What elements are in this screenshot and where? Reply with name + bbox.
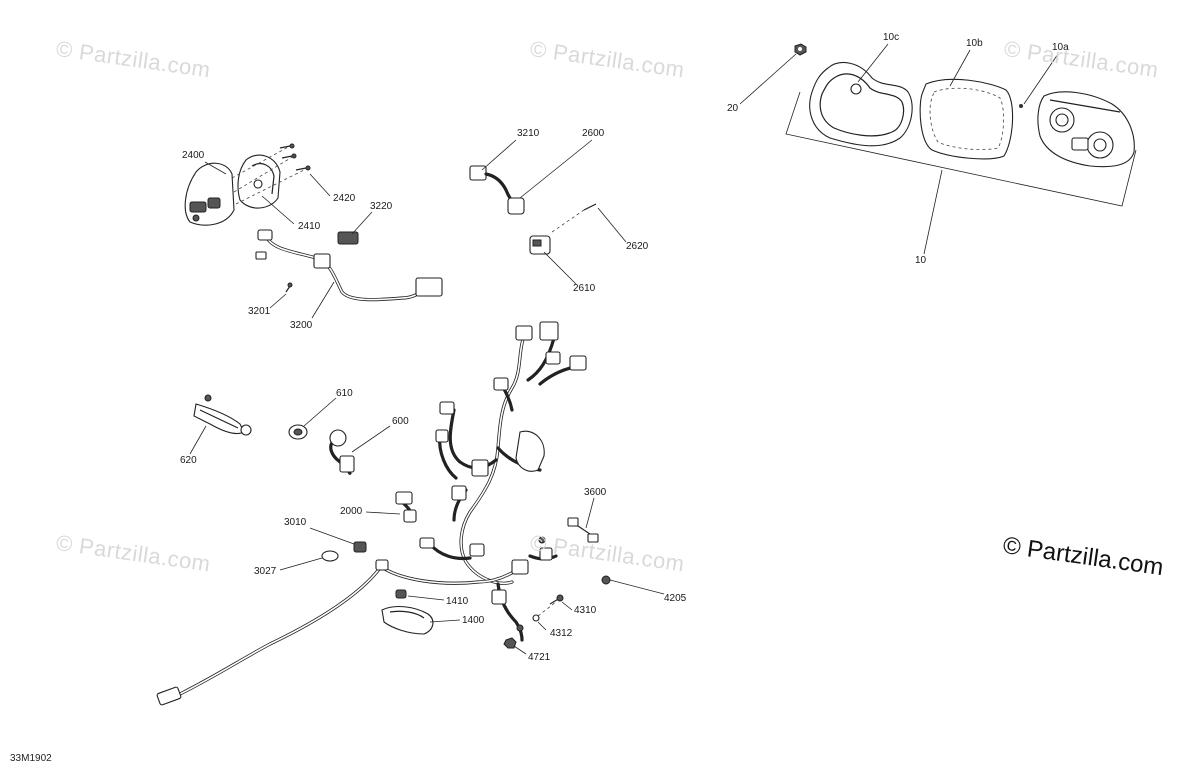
part-1400-module[interactable] (381, 605, 461, 635)
part-2400-switch-housing[interactable] (184, 162, 235, 226)
callout-10b[interactable]: 10b (966, 38, 983, 49)
callout-1400[interactable]: 1400 (462, 615, 485, 626)
part-3220-connector[interactable] (337, 211, 373, 245)
part-3600-sensor[interactable] (567, 497, 599, 543)
part-2000-sensor[interactable] (365, 491, 417, 523)
callout-2400[interactable]: 2400 (182, 150, 205, 161)
callout-2620[interactable]: 2620 (626, 241, 649, 252)
callout-3600[interactable]: 3600 (584, 487, 607, 498)
callout-610[interactable]: 610 (336, 388, 353, 399)
callout-2410[interactable]: 2410 (298, 221, 321, 232)
callout-3010[interactable]: 3010 (284, 517, 307, 528)
callout-10c[interactable]: 10c (883, 32, 900, 43)
callout-2420[interactable]: 2420 (333, 193, 356, 204)
callout-4312[interactable]: 4312 (550, 628, 573, 639)
part-3210-connector[interactable] (469, 139, 517, 181)
part-2420-screws[interactable] (279, 143, 311, 171)
callout-3210[interactable]: 3210 (517, 128, 540, 139)
part-20-nut[interactable] (794, 43, 807, 56)
callout-10[interactable]: 10 (915, 255, 927, 266)
part-extension-wire[interactable] (156, 559, 389, 706)
part-3010-connector[interactable] (309, 527, 367, 553)
part-10b-lens[interactable] (919, 78, 1014, 160)
part-2410-switch-cover[interactable] (237, 154, 281, 209)
callout-20[interactable]: 20 (727, 103, 739, 114)
callout-620[interactable]: 620 (180, 455, 197, 466)
callout-3220[interactable]: 3220 (370, 201, 393, 212)
part-3201-pin[interactable] (269, 282, 293, 309)
callout-2600[interactable]: 2600 (582, 128, 605, 139)
callout-3027[interactable]: 3027 (254, 566, 277, 577)
part-4312-washer[interactable] (532, 601, 557, 631)
callout-3201[interactable]: 3201 (248, 306, 271, 317)
switch-group (184, 143, 331, 226)
callout-4205[interactable]: 4205 (664, 593, 687, 604)
part-4310-bolt[interactable] (549, 594, 573, 611)
part-2600-harness[interactable] (484, 139, 593, 215)
part-4721-nut[interactable] (503, 637, 527, 655)
part-600-sensor[interactable] (329, 425, 391, 475)
part-10a-gauge[interactable] (1019, 91, 1135, 168)
part-610-grommet[interactable] (288, 397, 337, 440)
callout-2610[interactable]: 2610 (573, 283, 596, 294)
part-10c-bezel[interactable] (809, 62, 913, 147)
part-2620-terminal[interactable] (551, 203, 627, 243)
callout-4721[interactable]: 4721 (528, 652, 551, 663)
callout-3200[interactable]: 3200 (290, 320, 313, 331)
part-3200-harness[interactable] (255, 229, 443, 302)
part-620-light[interactable] (189, 394, 252, 455)
part-4205-grommet[interactable] (601, 575, 665, 595)
callout-600[interactable]: 600 (392, 416, 409, 427)
part-1410-clip[interactable] (395, 589, 445, 601)
callout-4310[interactable]: 4310 (574, 605, 597, 616)
callout-1410[interactable]: 1410 (446, 596, 469, 607)
gauge-cluster-group (739, 43, 1137, 255)
callout-10a[interactable]: 10a (1052, 42, 1069, 53)
part-3027-label[interactable] (279, 550, 339, 571)
part-2610-connector[interactable] (529, 235, 577, 285)
main-wiring-harness[interactable] (378, 321, 587, 642)
diagram-reference: 33M1902 (10, 753, 52, 764)
callout-2000[interactable]: 2000 (340, 506, 363, 517)
